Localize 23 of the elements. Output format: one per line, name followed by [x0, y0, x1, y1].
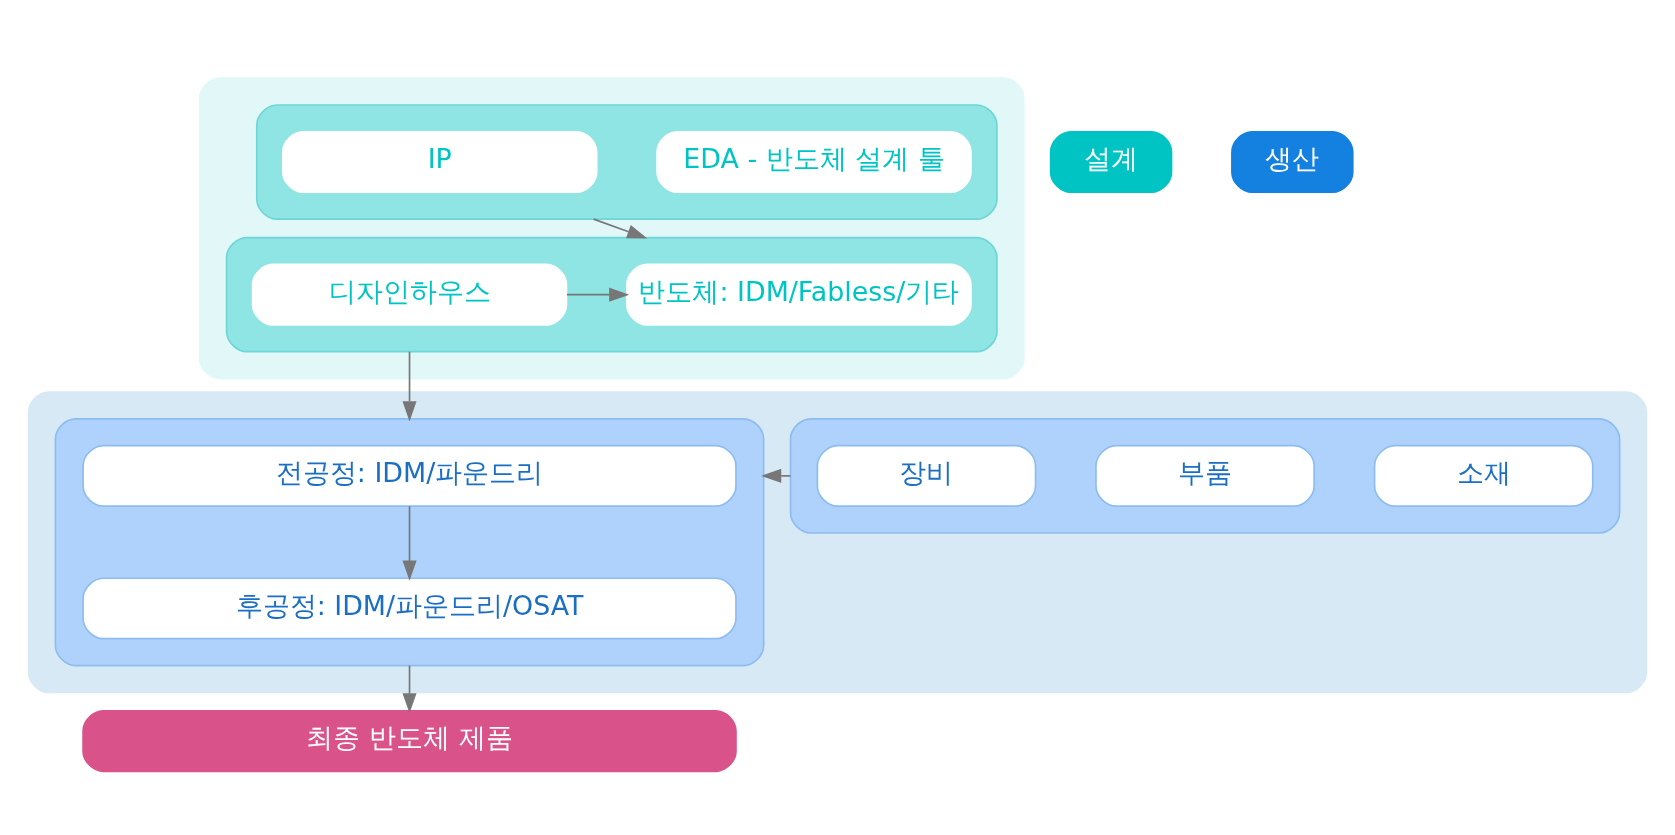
node-box: 장비 — [816, 444, 1037, 507]
arrow — [402, 350, 417, 421]
node-box: 디자인하우스 — [251, 263, 568, 326]
arrow — [402, 664, 417, 713]
arrow — [566, 287, 630, 302]
cluster — [225, 236, 998, 353]
node-box: 최종 반도체 제품 — [82, 709, 737, 772]
cluster — [54, 417, 765, 666]
arrow — [761, 468, 792, 483]
node-box: 전공정: IDM/파운드리 — [82, 444, 737, 507]
node-box: EDA - 반도체 설계 툴 — [656, 130, 972, 193]
node-box: 소재 — [1373, 444, 1594, 507]
node-box: 반도체: IDM/Fabless/기타 — [626, 263, 972, 326]
node-box: 설계 — [1049, 130, 1173, 193]
cluster — [198, 76, 1025, 379]
node-box: IP — [281, 130, 598, 193]
cluster — [255, 103, 998, 220]
node-box: 생산 — [1231, 130, 1354, 193]
node-box: 후공정: IDM/파운드리/OSAT — [82, 576, 737, 640]
arrow — [402, 504, 417, 581]
cluster — [789, 417, 1621, 534]
arrow — [592, 217, 648, 238]
node-box: 부품 — [1095, 444, 1315, 507]
